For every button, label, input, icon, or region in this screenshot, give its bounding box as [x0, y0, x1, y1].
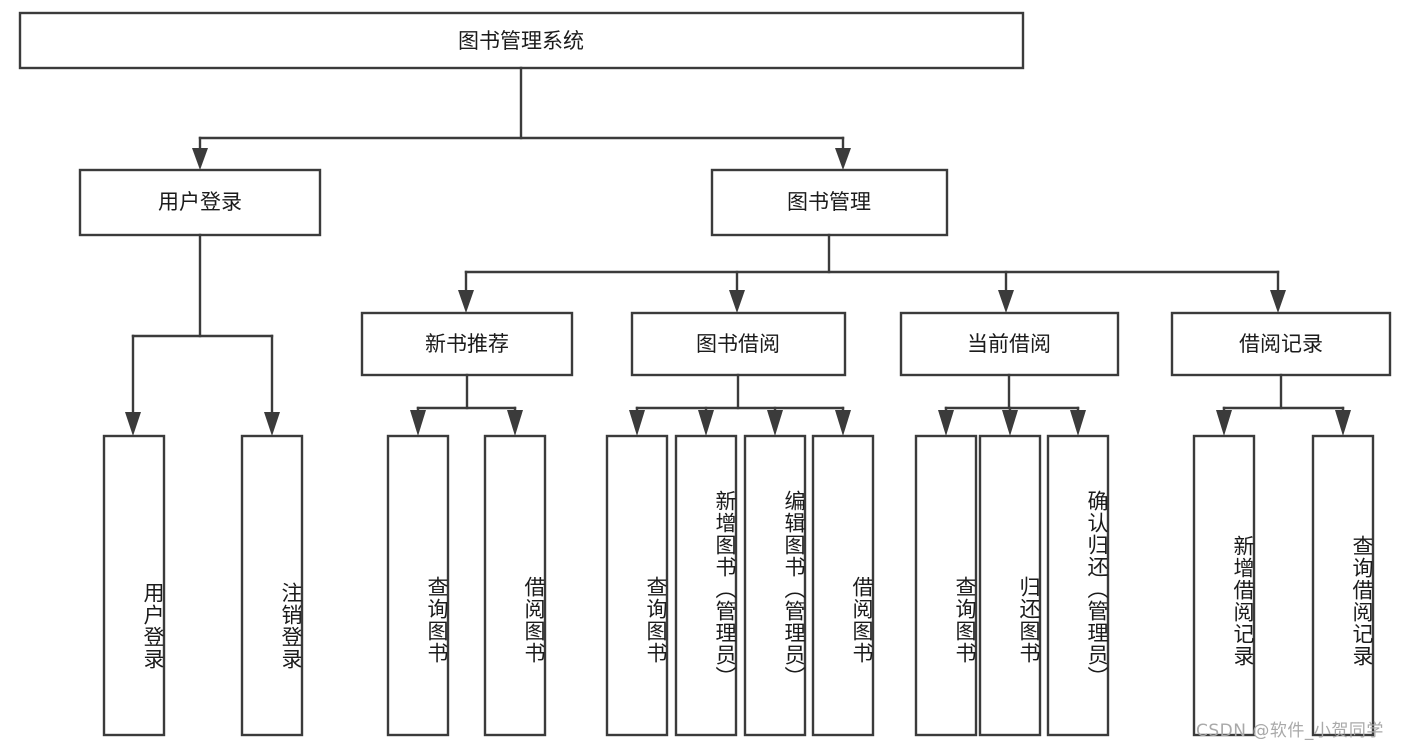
- arrow-to-leaf-logout: [264, 412, 280, 436]
- connector-new-book-recommend-to-leaves: [410, 373, 523, 436]
- node-book-management-label: 图书管理: [787, 190, 871, 214]
- arrow-to-leaf-edit-book: [767, 410, 783, 436]
- node-borrow-record[interactable]: 借阅记录: [1170, 311, 1392, 377]
- leaf-box-add-book[interactable]: [674, 434, 738, 737]
- node-user-login[interactable]: 用户登录: [78, 168, 322, 237]
- node-book-borrow-label: 图书借阅: [696, 332, 780, 356]
- node-new-book-recommend-box[interactable]: [360, 311, 574, 377]
- arrow-to-leaf-borrow-book-2: [835, 410, 851, 436]
- arrow-to-book-borrow: [729, 290, 745, 313]
- node-new-book-recommend-label: 新书推荐: [425, 332, 509, 356]
- node-current-borrow-box[interactable]: [899, 311, 1120, 377]
- arrow-to-current-borrow: [998, 290, 1014, 313]
- csdn-watermark: CSDN @软件_小贺同学: [1196, 721, 1384, 741]
- arrow-to-user-login: [192, 148, 208, 170]
- node-root[interactable]: 图书管理系统: [18, 11, 1025, 70]
- leaf-box-edit-book[interactable]: [743, 434, 807, 737]
- connector-current-borrow-to-leaves: [938, 373, 1086, 436]
- arrow-to-borrow-record: [1270, 290, 1286, 313]
- node-root-box[interactable]: [18, 11, 1025, 70]
- arrow-to-leaf-query-book-1: [410, 410, 426, 436]
- leaf-box-user-login[interactable]: [102, 434, 166, 737]
- leaf-box-add-record[interactable]: [1192, 434, 1256, 737]
- leaf-box-logout[interactable]: [240, 434, 304, 737]
- leaf-box-return-book[interactable]: [978, 434, 1042, 737]
- leaf-box-borrow-book-2[interactable]: [811, 434, 875, 737]
- connector-root-to-level2: [192, 66, 851, 170]
- leaf-box-query-record[interactable]: [1311, 434, 1375, 737]
- leaf-box-query-book-1[interactable]: [386, 434, 450, 737]
- node-current-borrow-label: 当前借阅: [967, 332, 1051, 356]
- arrow-to-leaf-query-book-2: [629, 410, 645, 436]
- node-user-login-label: 用户登录: [158, 190, 242, 214]
- arrow-to-leaf-return-book: [1002, 410, 1018, 436]
- arrow-to-leaf-confirm-return: [1070, 410, 1086, 436]
- node-current-borrow[interactable]: 当前借阅: [899, 311, 1120, 377]
- connector-user-login-to-leaves: [125, 233, 280, 436]
- node-book-borrow[interactable]: 图书借阅: [630, 311, 847, 377]
- node-borrow-record-label: 借阅记录: [1239, 332, 1323, 356]
- arrow-to-leaf-add-record: [1216, 410, 1232, 436]
- arrow-to-leaf-borrow-book-1: [507, 410, 523, 436]
- node-book-management[interactable]: 图书管理: [710, 168, 949, 237]
- arrow-to-book-management: [835, 148, 851, 170]
- arrow-to-leaf-query-book-3: [938, 410, 954, 436]
- arrow-to-leaf-add-book: [698, 410, 714, 436]
- connector-book-borrow-to-leaves: [629, 373, 851, 436]
- arrow-to-leaf-user-login: [125, 412, 141, 436]
- arrow-to-new-book-recommend: [458, 290, 474, 313]
- connector-borrow-record-to-leaves: [1216, 373, 1351, 436]
- node-new-book-recommend[interactable]: 新书推荐: [360, 311, 574, 377]
- node-user-login-box[interactable]: [78, 168, 322, 237]
- leaf-box-borrow-book-1[interactable]: [483, 434, 547, 737]
- connector-book-management-to-level3: [458, 233, 1286, 313]
- node-root-label: 图书管理系统: [458, 29, 584, 53]
- leaf-box-confirm-return[interactable]: [1046, 434, 1110, 737]
- arrow-to-leaf-query-record: [1335, 410, 1351, 436]
- leaf-box-query-book-2[interactable]: [605, 434, 669, 737]
- leaf-box-query-book-3[interactable]: [914, 434, 978, 737]
